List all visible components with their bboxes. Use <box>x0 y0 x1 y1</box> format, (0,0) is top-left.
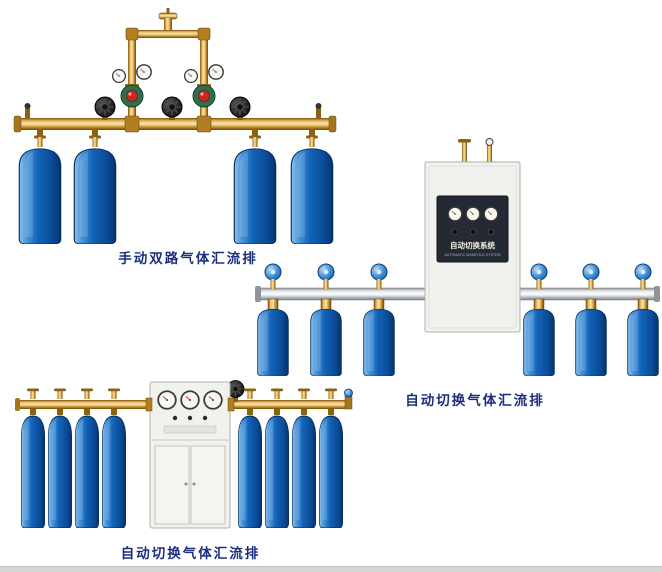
regulator-left <box>111 64 152 108</box>
handwheel-icon <box>229 96 251 118</box>
cylinder-station <box>101 388 127 528</box>
gas-cylinder <box>310 308 342 376</box>
product-label-auto-wall: 自动切换气体汇流排 <box>405 393 545 408</box>
cylinder-station <box>290 129 334 244</box>
pipe-flange <box>145 397 153 412</box>
panel-subtitle: AUTOMATIC MANIFOLD SYSTEM <box>444 253 500 257</box>
cylinder-station <box>237 388 263 528</box>
cylinder-station <box>363 263 395 376</box>
cabinet-door <box>154 445 190 525</box>
auto-switch-wall-manifold-figure: 自动切换系统 AUTOMATIC MANIFOLD SYSTEM <box>255 138 660 376</box>
manual-dual-manifold-figure <box>13 8 337 244</box>
pipe-valve <box>94 96 116 120</box>
control-cabinet: 自动切换系统 AUTOMATIC MANIFOLD SYSTEM <box>424 138 521 333</box>
gas-cylinder <box>627 308 659 376</box>
pressure-gauge-icon <box>208 64 224 80</box>
cylinder-station <box>20 388 46 528</box>
pressure-gauge-icon <box>183 68 199 84</box>
auto-switch-floor-manifold-figure <box>15 379 353 529</box>
cylinder-station <box>318 388 344 528</box>
cylinder-station <box>233 129 277 244</box>
panel-knob <box>469 228 477 236</box>
cylinder-station <box>310 263 342 376</box>
cylinder-station <box>73 129 117 244</box>
gas-cylinder <box>101 415 127 528</box>
panel-knob <box>202 415 208 421</box>
gas-cylinder <box>257 308 289 376</box>
pressure-gauge-icon <box>157 390 177 410</box>
manifold-pipe <box>255 286 660 302</box>
bottom-edge-strip <box>0 566 662 572</box>
manifold-pipe <box>15 388 353 411</box>
pipe-valve <box>161 96 183 120</box>
cylinder-station <box>74 388 100 528</box>
cylinder-station <box>47 388 73 528</box>
cylinder-station <box>18 129 62 244</box>
gas-cylinder <box>74 415 100 528</box>
gas-cylinder <box>575 308 607 376</box>
cylinder-station <box>523 263 555 376</box>
manifold-pipe <box>13 103 337 133</box>
panel-knob <box>487 228 495 236</box>
cylinder-station <box>627 263 659 376</box>
cabinet-door <box>190 445 226 525</box>
gas-cylinder <box>73 148 117 244</box>
cylinder-station <box>257 263 289 376</box>
gas-cylinder <box>363 308 395 376</box>
pressure-gauge-icon <box>111 68 127 84</box>
panel-title: 自动切换系统 <box>450 240 495 250</box>
handwheel-icon <box>94 96 116 118</box>
control-cabinet <box>149 381 231 529</box>
gas-cylinder <box>264 415 290 528</box>
pressure-gauge-icon <box>180 390 200 410</box>
gas-cylinder <box>523 308 555 376</box>
product-label-manual-dual: 手动双路气体汇流排 <box>118 251 258 266</box>
pressure-gauge-icon <box>203 390 223 410</box>
panel-knob <box>172 415 178 421</box>
pressure-gauge-icon <box>465 206 481 222</box>
cylinder-station <box>291 388 317 528</box>
gas-cylinder <box>237 415 263 528</box>
cylinder-station <box>575 263 607 376</box>
pressure-gauge-icon <box>483 206 499 222</box>
gas-cylinder <box>20 415 46 528</box>
pressure-gauge-icon <box>136 64 152 80</box>
pipe-valve <box>229 96 251 120</box>
gas-cylinder <box>318 415 344 528</box>
panel-knob <box>187 415 193 421</box>
handwheel-icon <box>161 96 183 118</box>
pipe-valve <box>226 379 245 402</box>
gas-cylinder <box>18 148 62 244</box>
cylinder-station <box>264 388 290 528</box>
pipe-flange <box>227 397 235 412</box>
pressure-gauge-icon <box>447 206 463 222</box>
regulator-right <box>183 64 224 108</box>
gas-cylinder <box>47 415 73 528</box>
gas-cylinder <box>291 415 317 528</box>
product-label-auto-floor: 自动切换气体汇流排 <box>120 546 261 561</box>
panel-knob <box>451 228 459 236</box>
header-pipe-assembly <box>125 8 211 124</box>
